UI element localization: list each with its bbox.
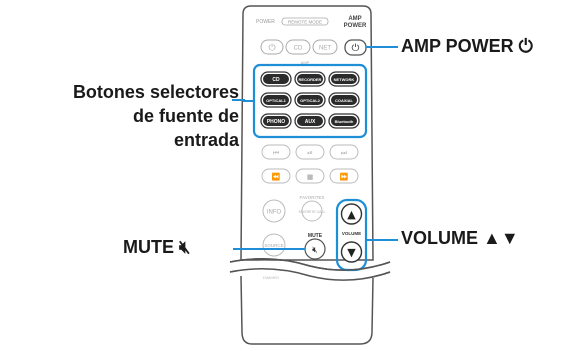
- source-button[interactable]: SOURCE: [262, 233, 286, 257]
- source-button-network[interactable]: NETWORK: [328, 71, 360, 87]
- rewind-icon: ⏪: [272, 172, 281, 181]
- cd-mode-button[interactable]: CD: [285, 39, 311, 55]
- stop-button[interactable]: ■: [295, 168, 325, 184]
- remote-body: [240, 5, 374, 261]
- favorites-label: FAVORITES: [300, 195, 325, 200]
- volume-up-button[interactable]: ▲: [340, 203, 363, 225]
- skip-back-icon: ⏮: [273, 149, 279, 157]
- source-button-label: RECORDER: [299, 77, 322, 82]
- source-button-label: OPTICAL1: [266, 98, 287, 103]
- play-pause-icon: ⏯: [307, 149, 313, 157]
- source-button-label: COAXIAL: [335, 98, 354, 103]
- favorite-call-button[interactable]: FAVORITE CALL: [299, 200, 326, 222]
- net-mode-button[interactable]: NET: [312, 39, 338, 55]
- volume-down-button[interactable]: ▼: [340, 241, 363, 263]
- mute-icon: 🔇︎: [312, 246, 318, 256]
- svg-text:INFO: INFO: [267, 210, 282, 216]
- source-button-bluetooth[interactable]: Bluetooth: [328, 113, 360, 129]
- svg-text:NET: NET: [319, 46, 331, 52]
- remote-mode-label: REMOTE MODE: [288, 20, 322, 25]
- skip-forward-button[interactable]: ⏭: [329, 144, 359, 160]
- source-button-aux[interactable]: AUX: [294, 113, 326, 129]
- source-button-optical2[interactable]: OPTICAL2: [294, 92, 326, 108]
- amp-power-button[interactable]: ⏻: [344, 39, 367, 56]
- amp-power-icon: ⏻: [352, 43, 360, 54]
- source-leader: [232, 99, 254, 102]
- mute-button[interactable]: 🔇︎: [304, 238, 326, 260]
- power-icon: ⏻: [268, 43, 275, 54]
- source-button-label: OPTICAL2: [300, 98, 321, 103]
- power-label: POWER: [256, 19, 275, 25]
- skip-forward-icon: ⏭: [341, 149, 348, 157]
- source-button-recorder[interactable]: RECORDER: [294, 71, 326, 87]
- source-button-phono[interactable]: PHONO: [260, 113, 292, 129]
- play-pause-button[interactable]: ⏯: [295, 144, 325, 160]
- transport-row-2: ⏪ ■ ⏩: [261, 168, 359, 184]
- power-button[interactable]: ⏻: [260, 39, 284, 55]
- rewind-button[interactable]: ⏪: [261, 168, 291, 184]
- amp-power-label-2: POWER: [344, 23, 367, 29]
- amp-power-label-1: AMP: [348, 16, 361, 22]
- volume-small-label: VOLUME: [342, 231, 361, 236]
- volume-up-icon: ▲: [347, 208, 356, 221]
- info-button[interactable]: INFO: [262, 199, 286, 223]
- svg-text:FAVORITE CALL: FAVORITE CALL: [299, 210, 326, 214]
- source-callout-line-3: entrada: [173, 130, 239, 150]
- amp-power-callout: AMP POWER ⏻: [401, 36, 533, 56]
- source-button-optical1[interactable]: OPTICAL1: [260, 92, 292, 108]
- svg-text:CD: CD: [294, 46, 303, 52]
- mute-small-label: MUTE: [308, 233, 323, 239]
- mute-callout: MUTE 🔇︎: [123, 237, 191, 257]
- source-button-label: NETWORK: [334, 77, 355, 82]
- source-button-coaxial[interactable]: COAXIAL: [328, 92, 360, 108]
- source-button-label: AUX: [305, 119, 316, 125]
- source-button-cd[interactable]: CD: [260, 71, 292, 87]
- stop-icon: ■: [307, 173, 314, 181]
- dimmer-label: DIMMER: [263, 275, 279, 280]
- remote-body-lower: [240, 275, 374, 345]
- source-selector-buttons: CD RECORDER NETWORK OPTICAL1 OPTICAL2 COAXIAL…: [260, 71, 360, 129]
- source-button-label: Bluetooth: [335, 119, 354, 124]
- svg-text:SOURCE: SOURCE: [264, 243, 283, 248]
- source-button-label: CD: [272, 77, 280, 83]
- source-callout-line-1: Botones selectores: [72, 82, 239, 102]
- transport-row-1: ⏮ ⏯ ⏭: [261, 144, 359, 160]
- source-callout-line-2: de fuente de: [132, 106, 239, 126]
- amp-small-label: AMP: [301, 60, 310, 65]
- skip-back-button[interactable]: ⏮: [261, 144, 291, 160]
- source-selectors-callout: Botones selectores de fuente de entrada: [73, 80, 239, 152]
- volume-callout: VOLUME ▲▼: [401, 228, 519, 248]
- source-button-label: PHONO: [267, 119, 285, 125]
- volume-down-icon: ▼: [347, 246, 356, 259]
- fast-forward-button[interactable]: ⏩: [329, 168, 359, 184]
- fast-forward-icon: ⏩: [340, 172, 349, 181]
